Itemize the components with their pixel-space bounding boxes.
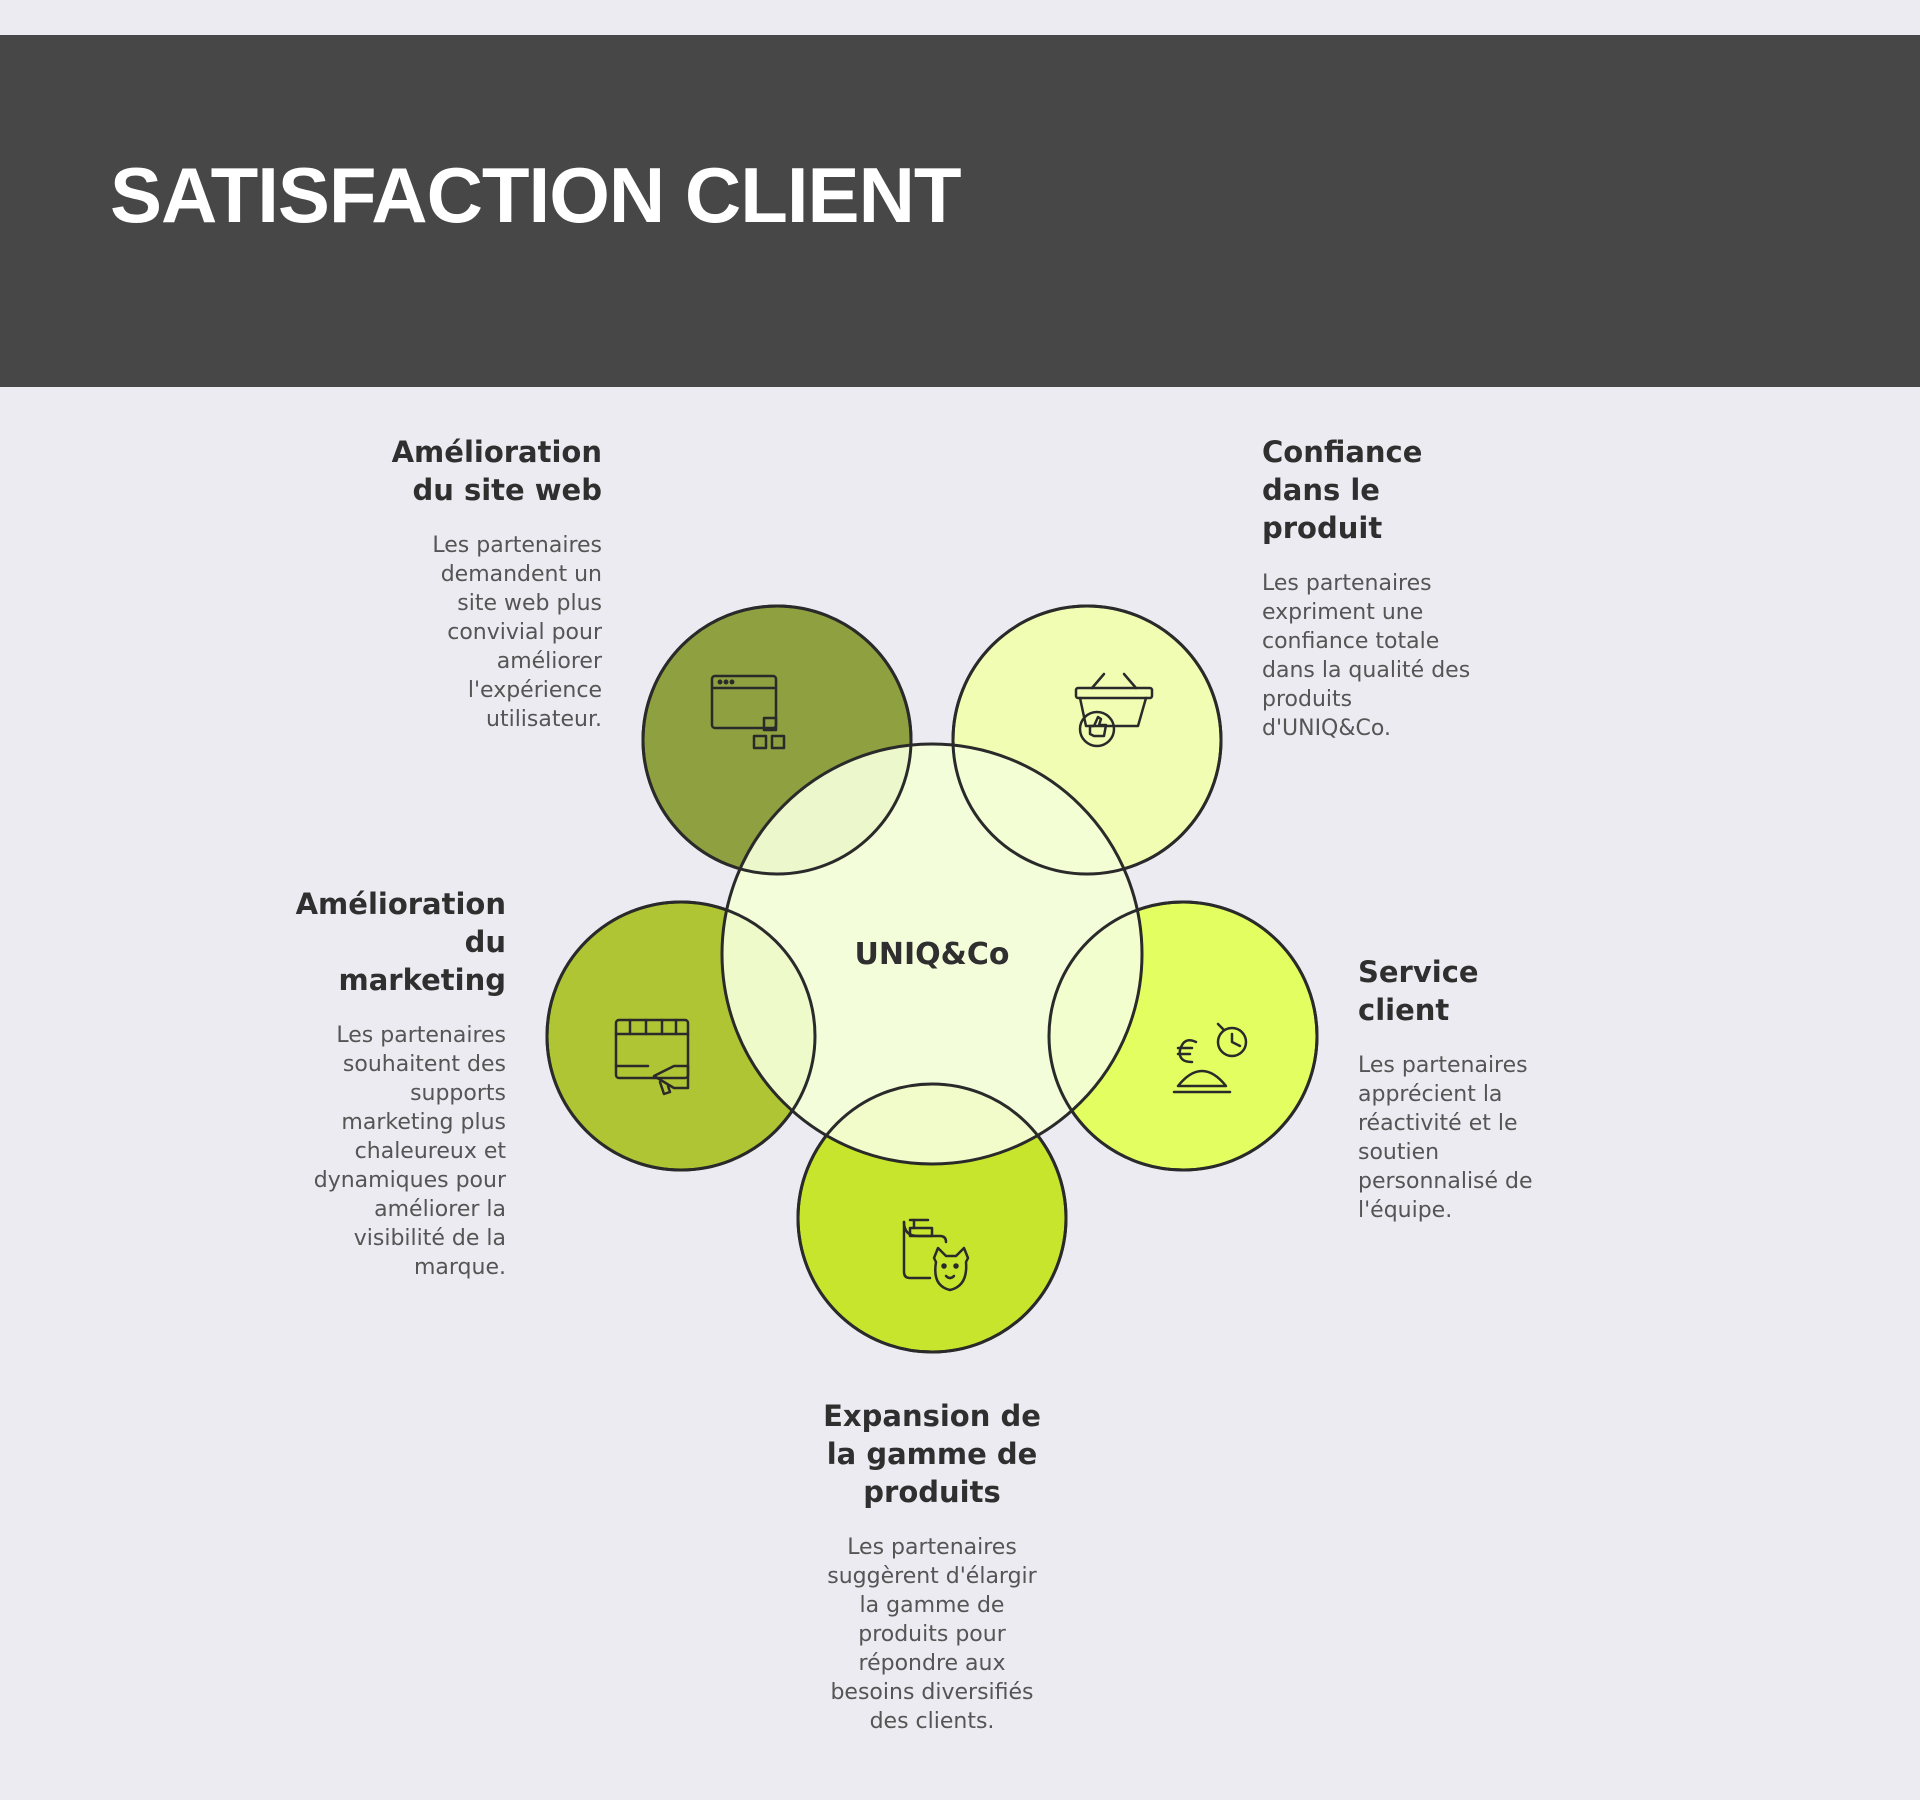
page-title: SATISFACTION CLIENT <box>110 151 962 239</box>
customer-service-icon <box>1172 1022 1248 1094</box>
desc-marketing: Les partenaires souhaitent des supports … <box>313 1023 506 1280</box>
basket-thumbs-up-icon <box>1074 672 1154 748</box>
block-site-web: Amélioration du site web Les partenaires… <box>320 433 602 734</box>
title-confiance: Confiance dans le produit <box>1262 435 1423 545</box>
header-band <box>0 35 1920 387</box>
title-service: Service client <box>1358 955 1479 1027</box>
petal-gamme-outline <box>796 1082 1068 1354</box>
browser-window-icon <box>710 674 786 750</box>
petal-confiance-outline <box>951 604 1223 876</box>
petal-site-web-outline <box>641 604 913 876</box>
center-circle <box>720 742 1144 1166</box>
desc-site-web: Les partenaires demandent un site web pl… <box>432 533 602 732</box>
block-gamme: Expansion de la gamme de produits Les pa… <box>772 1397 1092 1736</box>
pet-shampoo-icon <box>902 1218 970 1292</box>
petal-outlines <box>545 604 1319 1354</box>
desc-service: Les partenaires apprécient la réactivité… <box>1358 1053 1533 1223</box>
title-gamme: Expansion de la gamme de produits <box>823 1399 1041 1509</box>
block-confiance: Confiance dans le produit Les partenaire… <box>1262 433 1562 743</box>
block-service: Service client Les partenaires apprécien… <box>1358 953 1638 1225</box>
petal-marketing-outline <box>545 900 817 1172</box>
title-site-web: Amélioration du site web <box>391 435 602 507</box>
petal-service-outline <box>1047 900 1319 1172</box>
title-marketing: Amélioration du marketing <box>295 887 506 997</box>
block-marketing: Amélioration du marketing Les partenaire… <box>236 885 506 1282</box>
marketing-megaphone-icon <box>614 1018 690 1096</box>
center-label: UNIQ&Co <box>855 937 1010 972</box>
desc-gamme: Les partenaires suggèrent d'élargir la g… <box>827 1535 1037 1734</box>
desc-confiance: Les partenaires expriment une confiance … <box>1262 571 1471 741</box>
